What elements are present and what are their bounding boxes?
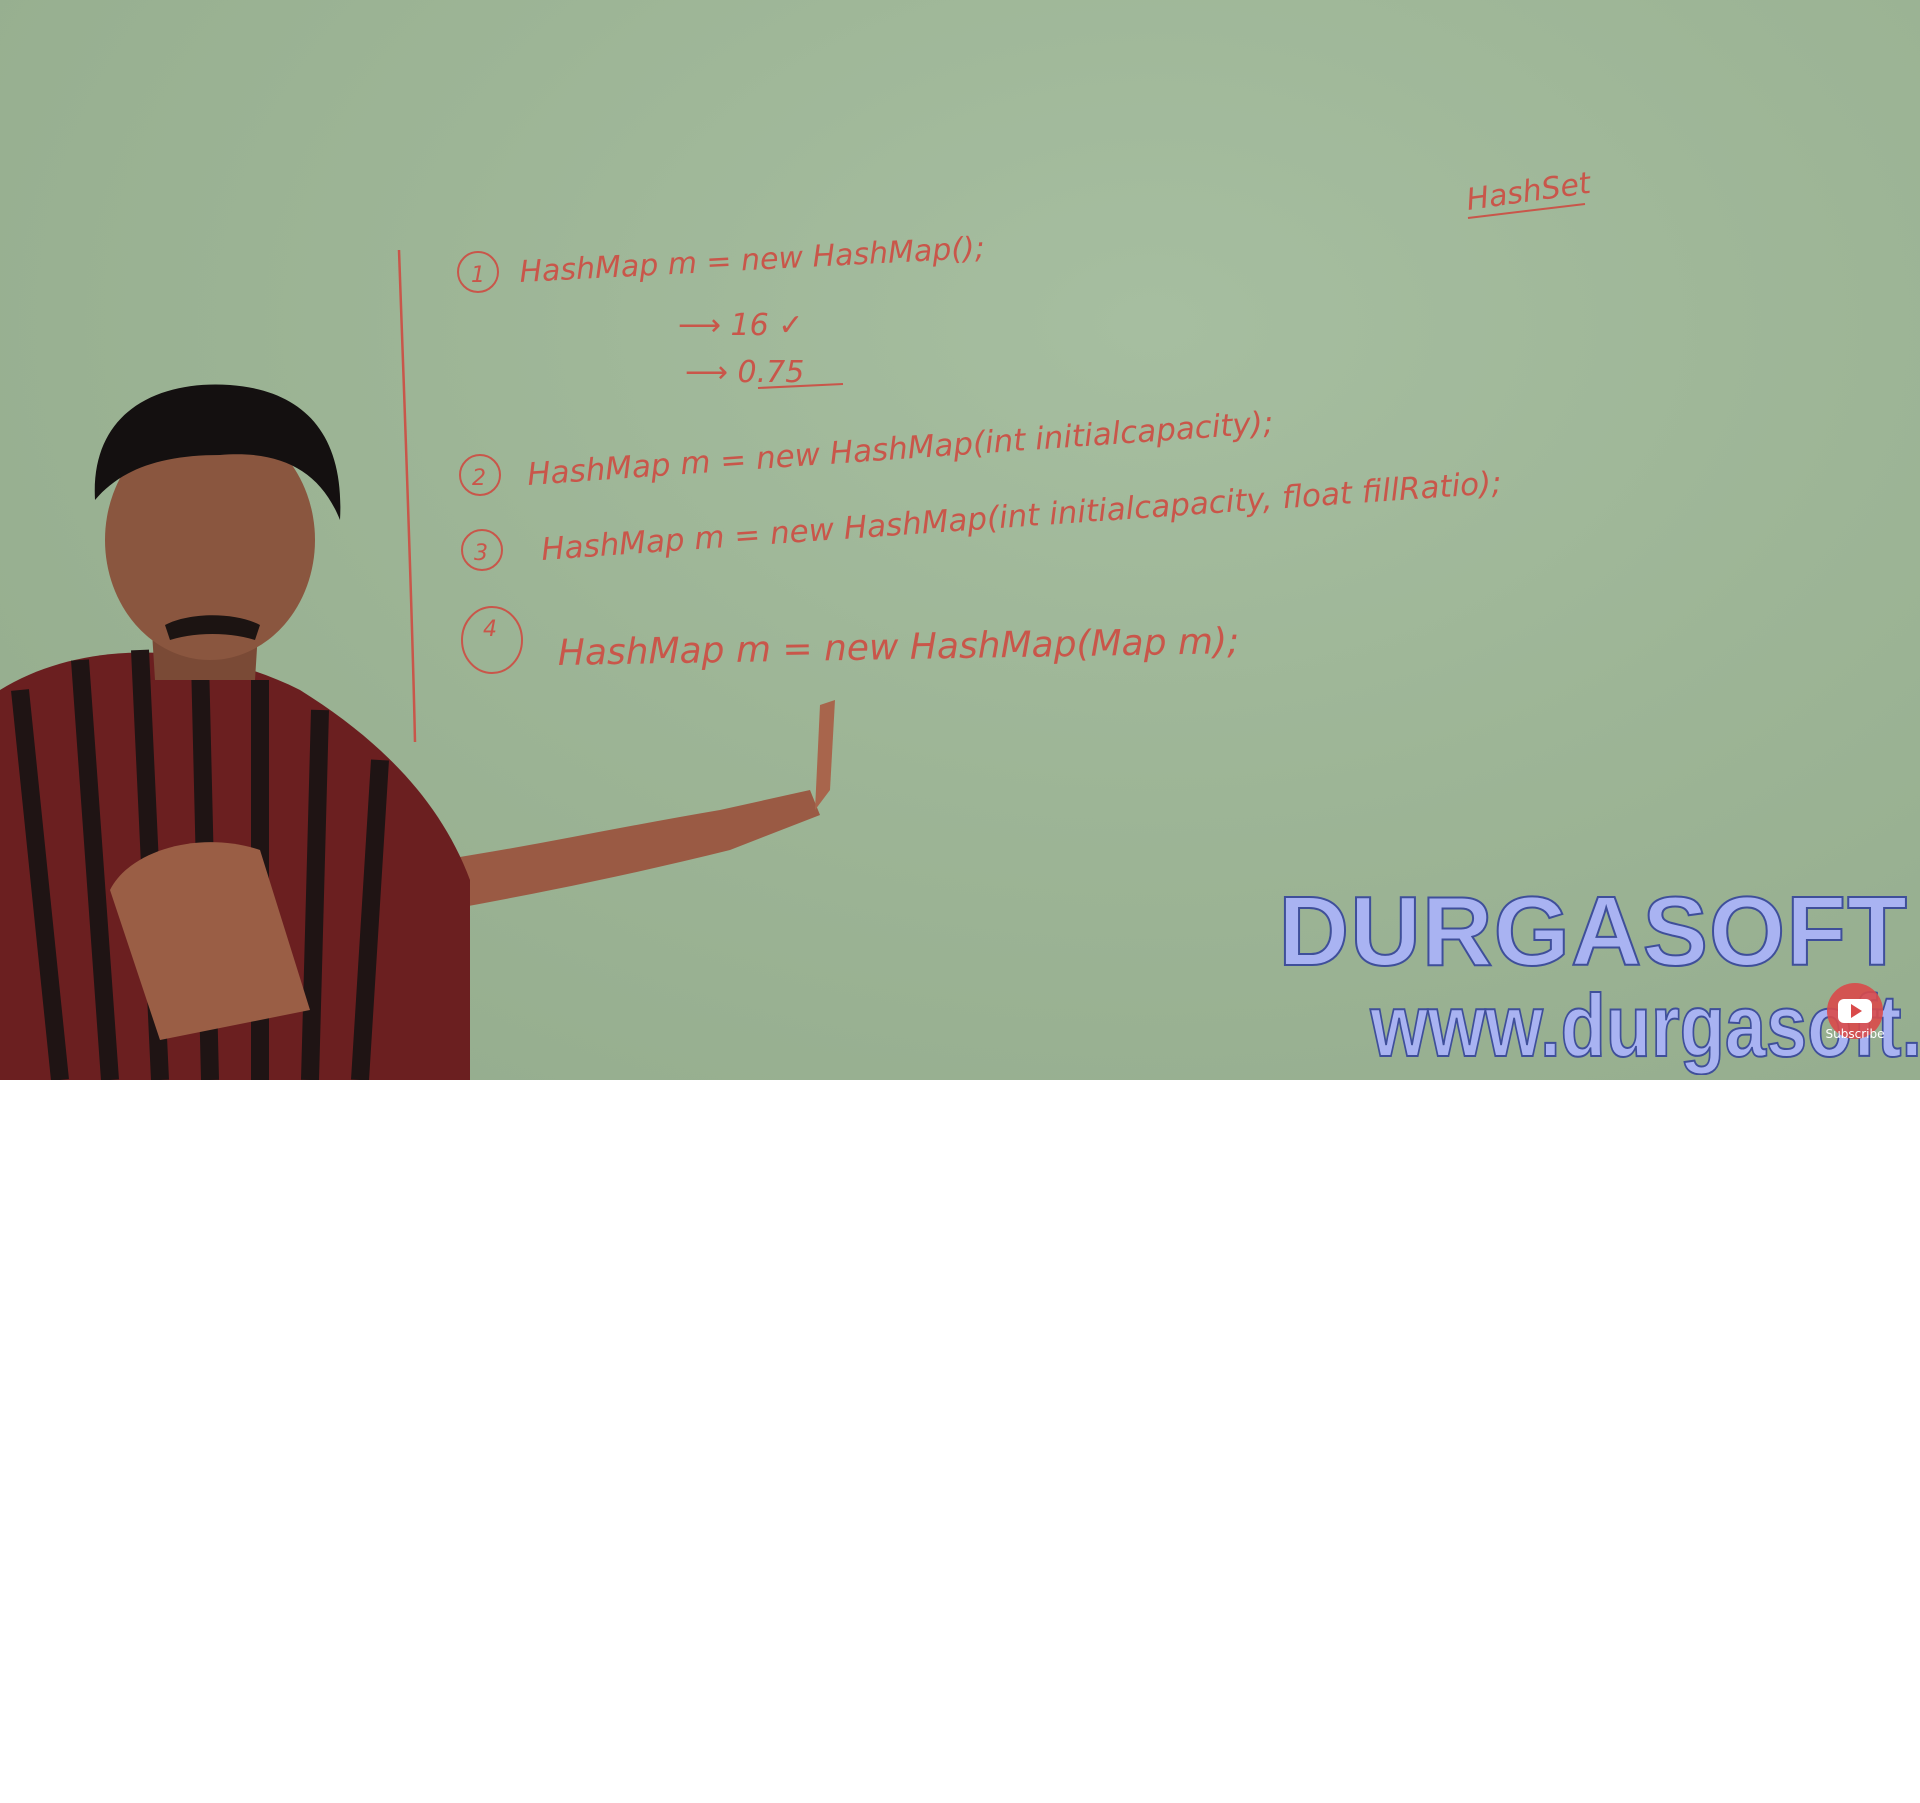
circle-number-3 <box>461 529 503 571</box>
line-sub-1: ⟶ 16 ✓ <box>678 308 803 343</box>
circle-number-2 <box>459 454 501 496</box>
subscribe-button[interactable] <box>1826 982 1884 1040</box>
line-4-number: 4 <box>483 617 497 642</box>
line-1-number: 1 <box>471 263 485 288</box>
line-2-text: HashMap m = new HashMap(int initialcapac… <box>526 405 1274 493</box>
corner-note-underline <box>1467 203 1586 219</box>
margin-line <box>397 249 417 743</box>
watermark-url: www.durgasoft.com <box>1370 976 1920 1075</box>
youtube-play-icon <box>1827 983 1883 1039</box>
line-2-number: 2 <box>472 466 486 491</box>
video-frame: HashSet 1 HashMap m = new HashMap(); ⟶ 1… <box>0 0 1920 1080</box>
subscribe-label: Subscribe <box>1825 1027 1885 1041</box>
line-3-number: 3 <box>474 541 488 566</box>
line-1-text: HashMap m = new HashMap(); <box>519 231 986 290</box>
circle-number-4 <box>461 606 523 674</box>
underline-075 <box>757 383 844 389</box>
watermark: DURGASOFT www.durgasoft.com <box>1268 876 1920 1075</box>
watermark-name: DURGASOFT <box>1277 876 1908 986</box>
circle-number-1 <box>457 251 499 293</box>
line-4-text: HashMap m = new HashMap(Map m); <box>557 621 1239 674</box>
presenter-figure <box>0 384 835 1080</box>
line-sub-2: ⟶ 0.75 <box>685 355 804 390</box>
whiteboard: HashSet 1 HashMap m = new HashMap(); ⟶ 1… <box>0 166 1594 1080</box>
